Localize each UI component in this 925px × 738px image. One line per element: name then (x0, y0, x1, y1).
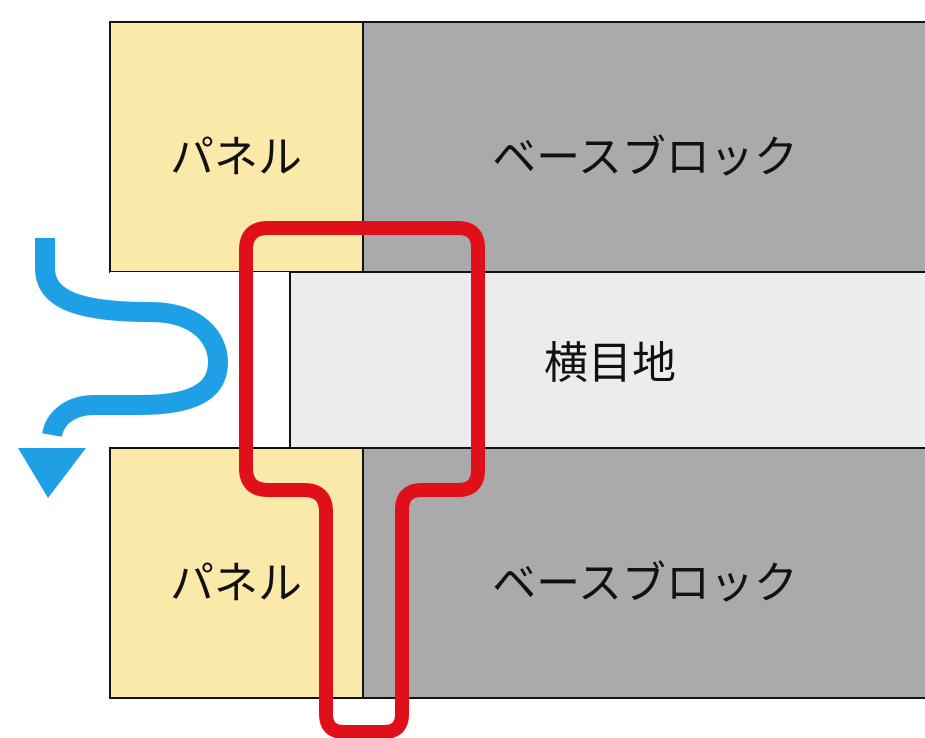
panel-label-top: パネル (170, 132, 302, 183)
base-block-label-bottom: ベースブロック (492, 558, 798, 609)
base-block-label-top: ベースブロック (492, 132, 798, 183)
horizontal-joint-label: 横目地 (544, 338, 676, 389)
water-flow-arrow (35, 238, 228, 438)
highlight-outline (239, 221, 485, 738)
water-flow-arrowhead (18, 448, 86, 498)
joint-gap (110, 272, 290, 448)
panel-label-bottom: パネル (170, 558, 302, 609)
horizontal-joint (289, 271, 925, 449)
